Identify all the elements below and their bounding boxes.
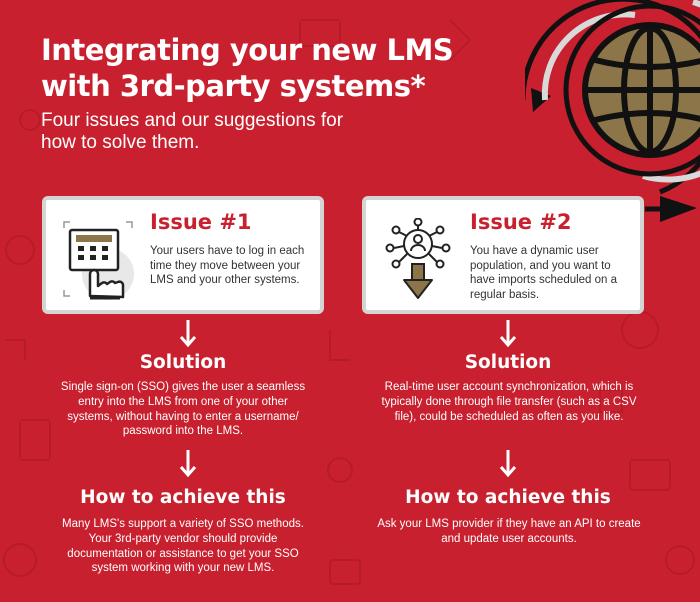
issue-2-achieve-text: Ask your LMS provider if they have an AP…: [377, 518, 641, 545]
issue-card-1: Issue #1 Your users have to log in each …: [42, 196, 324, 314]
issue-1-achieve-text: Many LMS's support a variety of SSO meth…: [62, 518, 304, 575]
arrow-down-icon: [179, 450, 197, 478]
arrow-down-icon: [179, 320, 197, 348]
issue-1-solution-text: Single sign-on (SSO) gives the user a se…: [60, 381, 306, 438]
arrow-down-icon: [499, 320, 517, 348]
page-title: Integrating your new LMS with 3rd-party …: [41, 33, 454, 103]
keypad-touch-icon: [63, 221, 134, 300]
user-network-import-icon: [385, 218, 451, 299]
issue-2-solution-heading: Solution: [464, 352, 552, 373]
issue-card-2: Issue #2 You have a dynamic user populat…: [362, 196, 644, 314]
page-subtitle: Four issues and our suggestions for how …: [41, 110, 344, 153]
issue-2-solution-text: Real-time user account synchronization, …: [381, 381, 637, 423]
arrow-down-icon: [499, 450, 517, 478]
issue-1-title: Issue #1: [150, 210, 252, 234]
issue-1-solution-heading: Solution: [139, 352, 227, 373]
issue-1-achieve-heading: How to achieve this: [80, 487, 286, 508]
issue-2-text: You have a dynamic user population, and …: [470, 245, 618, 301]
globe-sync-icon: [525, 0, 700, 222]
issue-2-title: Issue #2: [470, 210, 572, 234]
issue-2-achieve-heading: How to achieve this: [405, 487, 611, 508]
issue-1-text: Your users have to log in each time they…: [150, 245, 305, 286]
